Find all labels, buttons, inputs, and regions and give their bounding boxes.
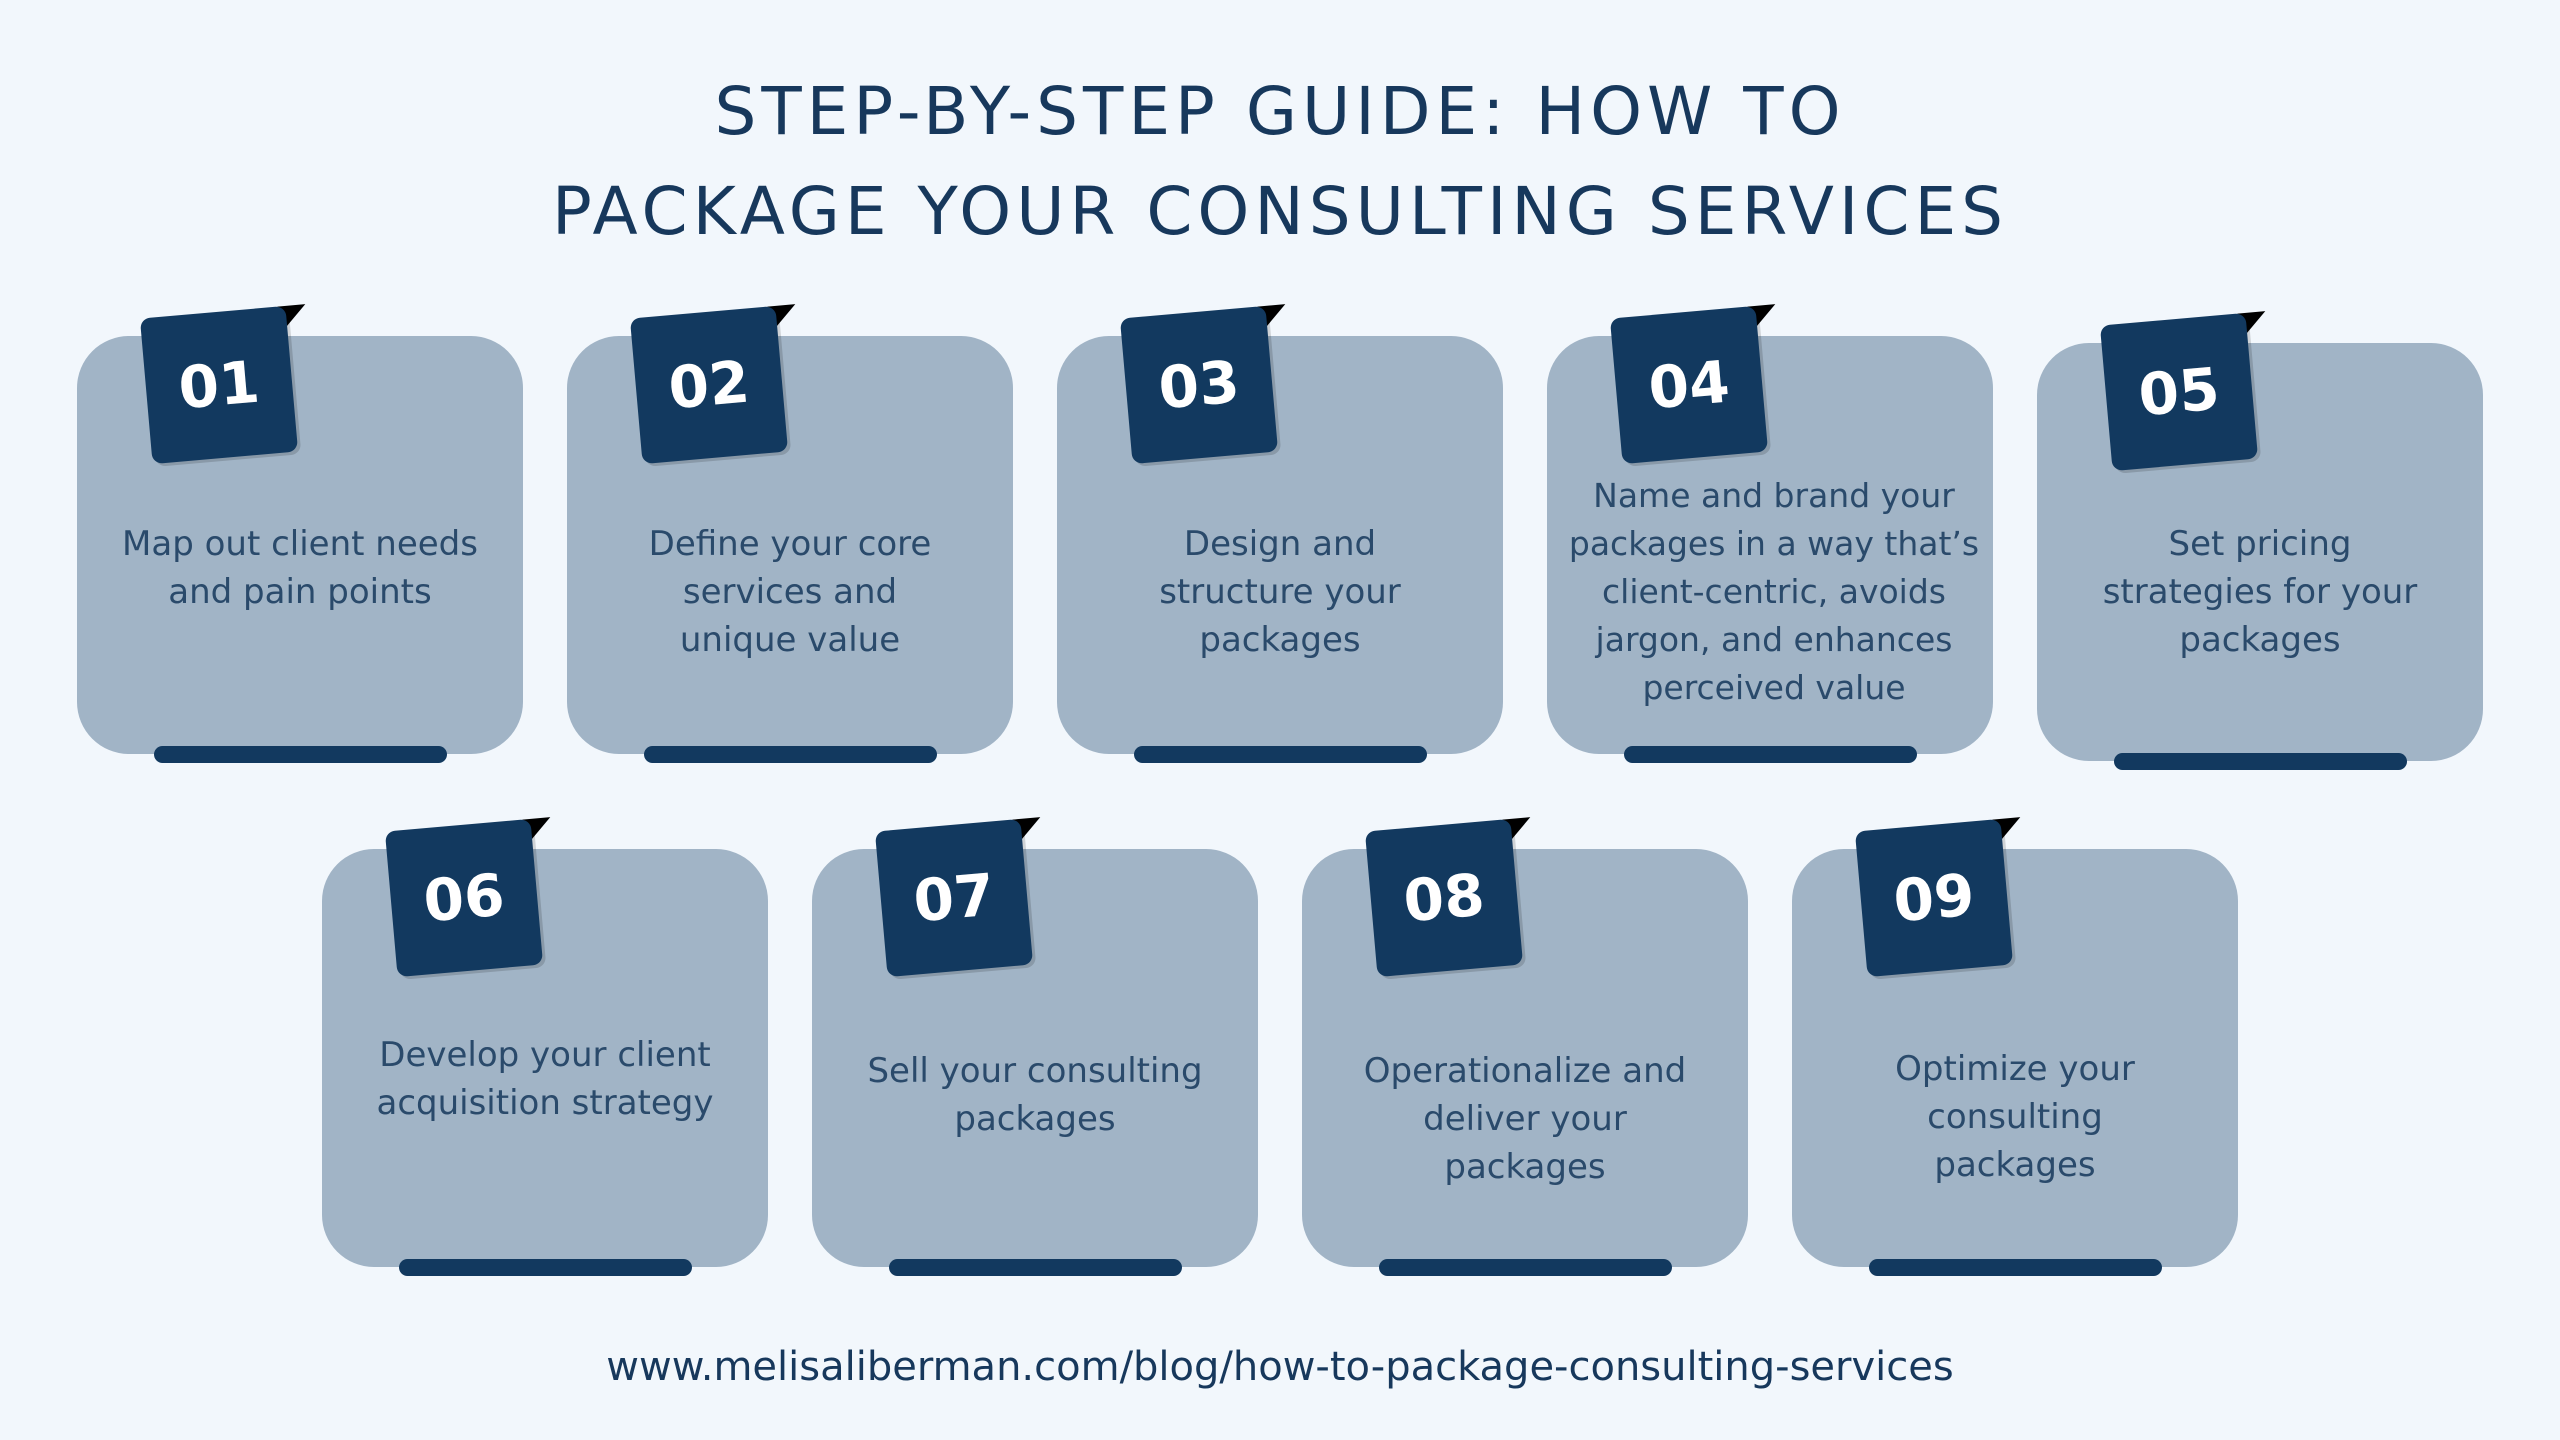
step-card-08: 08 Operationalize and deliver your packa… [1302, 817, 1748, 1276]
step-text: Operationalize and deliver your packages [1363, 1051, 1687, 1187]
step-card-02: 02 Define your core services and unique … [567, 304, 1013, 763]
step-text: Define your core services and unique val… [648, 524, 932, 660]
step-card-03: 03 Design and structure your packages [1057, 304, 1503, 763]
step-underline-bar [2114, 753, 2407, 770]
step-number-badge: 02 [629, 304, 798, 465]
step-card-01: 01 Map out client needs and pain points [77, 304, 523, 763]
step-text: Sell your consulting packages [867, 1051, 1203, 1139]
step-underline-bar [889, 1259, 1182, 1276]
step-card-04: 04 Name and brand your packages in a way… [1547, 304, 1993, 763]
step-card-09: 09 Optimize your consulting packages [1792, 817, 2238, 1276]
step-text: Set pricing strategies for your packages [2102, 524, 2418, 660]
step-underline-bar [1869, 1259, 2162, 1276]
step-number-badge: 09 [1854, 817, 2023, 978]
step-number-badge: 03 [1119, 304, 1288, 465]
step-text: Develop your client acquisition strategy [376, 1035, 714, 1123]
step-number: 03 [1155, 347, 1243, 423]
step-number: 02 [665, 347, 753, 423]
step-card-05: 05 Set pricing strategies for your packa… [2037, 311, 2483, 770]
step-number-badge: 06 [384, 817, 553, 978]
step-text: Map out client needs and pain points [122, 524, 478, 612]
step-underline-bar [1134, 746, 1427, 763]
title-line-2: PACKAGE YOUR CONSULTING SERVICES [551, 173, 2009, 250]
step-text: Name and brand your packages in a way th… [1568, 476, 1980, 707]
step-underline-bar [399, 1259, 692, 1276]
step-number: 08 [1400, 860, 1488, 936]
step-number-badge: 05 [2099, 311, 2268, 472]
step-text: Design and structure your packages [1159, 524, 1401, 660]
step-number-badge: 08 [1364, 817, 1533, 978]
step-text: Optimize your consulting packages [1895, 1049, 2135, 1185]
step-card-06: 06 Develop your client acquisition strat… [322, 817, 768, 1276]
step-number-badge: 04 [1609, 304, 1778, 465]
page-title: STEP-BY-STEP GUIDE: HOW TO PACKAGE YOUR … [0, 62, 2560, 262]
step-number: 05 [2135, 354, 2223, 430]
step-number: 07 [910, 860, 998, 936]
step-underline-bar [644, 746, 937, 763]
step-underline-bar [1379, 1259, 1672, 1276]
step-number: 06 [420, 860, 508, 936]
step-number-badge: 01 [139, 304, 308, 465]
step-number: 01 [175, 347, 263, 423]
title-line-1: STEP-BY-STEP GUIDE: HOW TO [714, 73, 1846, 150]
step-underline-bar [1624, 746, 1917, 763]
step-underline-bar [154, 746, 447, 763]
footer-url: www.melisaliberman.com/blog/how-to-packa… [606, 1344, 1954, 1390]
step-number: 04 [1645, 347, 1733, 423]
step-number: 09 [1890, 860, 1978, 936]
step-number-badge: 07 [874, 817, 1043, 978]
step-card-07: 07 Sell your consulting packages [812, 817, 1258, 1276]
